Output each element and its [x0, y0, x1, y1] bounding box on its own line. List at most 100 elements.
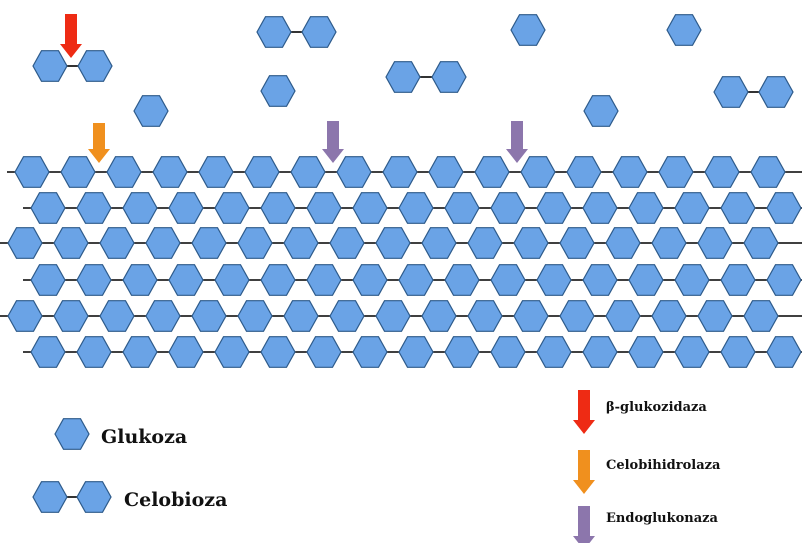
glucose-unit [215, 193, 249, 224]
cellulose-chain [0, 228, 802, 259]
glucose-unit [422, 301, 456, 332]
glucose-unit [78, 51, 112, 82]
cellobiohydrolase-arrow [88, 123, 110, 163]
glucose-unit [307, 337, 341, 368]
glucose-unit [337, 157, 371, 188]
glucose-unit [15, 157, 49, 188]
glucose-unit [705, 157, 739, 188]
cellulose-chains [0, 157, 802, 368]
legend-cellobiohydrolase-label: Celobihidrolaza [606, 458, 720, 473]
glucose-unit [77, 337, 111, 368]
legend-icons [33, 390, 595, 543]
glucose-unit [8, 228, 42, 259]
glucose-unit [245, 157, 279, 188]
glucose-unit [291, 157, 325, 188]
glucose-unit [613, 157, 647, 188]
endoglucanase-arrow [506, 121, 528, 163]
glucose-unit [33, 51, 67, 82]
glucose-unit [31, 193, 65, 224]
glucose-unit [675, 193, 709, 224]
glucose-unit [261, 193, 295, 224]
glucose-unit [215, 337, 249, 368]
glucose-unit [606, 301, 640, 332]
legend-glucose-icon [55, 419, 89, 450]
glucose-unit [521, 157, 555, 188]
glucose-unit [238, 301, 272, 332]
free-glucose [584, 96, 618, 127]
glucose-unit [491, 337, 525, 368]
glucose-unit [192, 228, 226, 259]
glucose-unit [629, 337, 663, 368]
free-cellobiose [714, 77, 793, 108]
free-cellobiose [257, 17, 336, 48]
glucose-unit [759, 77, 793, 108]
free-glucose [511, 15, 545, 46]
glucose-unit [123, 265, 157, 296]
glucose-unit [675, 265, 709, 296]
legend-cellobiohydrolase-arrow [573, 450, 595, 494]
legend-beta-glucosidase-arrow [573, 390, 595, 434]
glucose-unit [514, 301, 548, 332]
glucose-unit [77, 482, 111, 513]
glucose-unit [445, 265, 479, 296]
glucose-unit [537, 265, 571, 296]
glucose-unit [652, 301, 686, 332]
cellulose-chain [23, 337, 802, 368]
glucose-unit [146, 301, 180, 332]
glucose-unit [491, 265, 525, 296]
glucose-unit [123, 193, 157, 224]
glucose-unit [721, 337, 755, 368]
cellulose-chain [0, 301, 802, 332]
free-glucose [667, 15, 701, 46]
glucose-unit [399, 337, 433, 368]
glucose-unit [100, 228, 134, 259]
glucose-unit [107, 157, 141, 188]
glucose-unit [698, 301, 732, 332]
glucose-unit [560, 228, 594, 259]
glucose-unit [376, 228, 410, 259]
glucose-unit [583, 193, 617, 224]
glucose-unit [629, 193, 663, 224]
beta-glucosidase-arrow [60, 14, 82, 58]
glucose-unit [54, 228, 88, 259]
legend-beta-glucosidase-label: β-glukozidaza [606, 400, 707, 415]
free-glucose [261, 76, 295, 107]
glucose-unit [744, 301, 778, 332]
glucose-unit [583, 265, 617, 296]
glucose-unit [567, 157, 601, 188]
legend-cellobiose-icon [33, 482, 111, 513]
glucose-unit [123, 337, 157, 368]
glucose-unit [422, 228, 456, 259]
glucose-unit [307, 193, 341, 224]
glucose-unit [744, 228, 778, 259]
glucose-unit [514, 228, 548, 259]
free-cellobiose [386, 62, 466, 93]
glucose-unit [606, 228, 640, 259]
glucose-unit [714, 77, 748, 108]
glucose-unit [583, 337, 617, 368]
glucose-unit [767, 193, 801, 224]
glucose-unit [383, 157, 417, 188]
glucose-unit [475, 157, 509, 188]
glucose-unit [698, 228, 732, 259]
cellulose-chain [23, 265, 802, 296]
glucose-unit [61, 157, 95, 188]
glucose-unit [537, 193, 571, 224]
glucose-unit [537, 337, 571, 368]
glucose-unit [238, 228, 272, 259]
glucose-unit [445, 193, 479, 224]
glucose-unit [284, 301, 318, 332]
cellulose-chain [7, 157, 802, 188]
glucose-unit [54, 301, 88, 332]
glucose-unit [376, 301, 410, 332]
glucose-unit [257, 17, 291, 48]
free-glucose [134, 96, 168, 127]
glucose-unit [31, 265, 65, 296]
glucose-unit [153, 157, 187, 188]
glucose-unit [169, 193, 203, 224]
glucose-unit [767, 337, 801, 368]
glucose-unit [77, 193, 111, 224]
glucose-unit [169, 337, 203, 368]
free-molecules [33, 15, 793, 127]
glucose-unit [751, 157, 785, 188]
